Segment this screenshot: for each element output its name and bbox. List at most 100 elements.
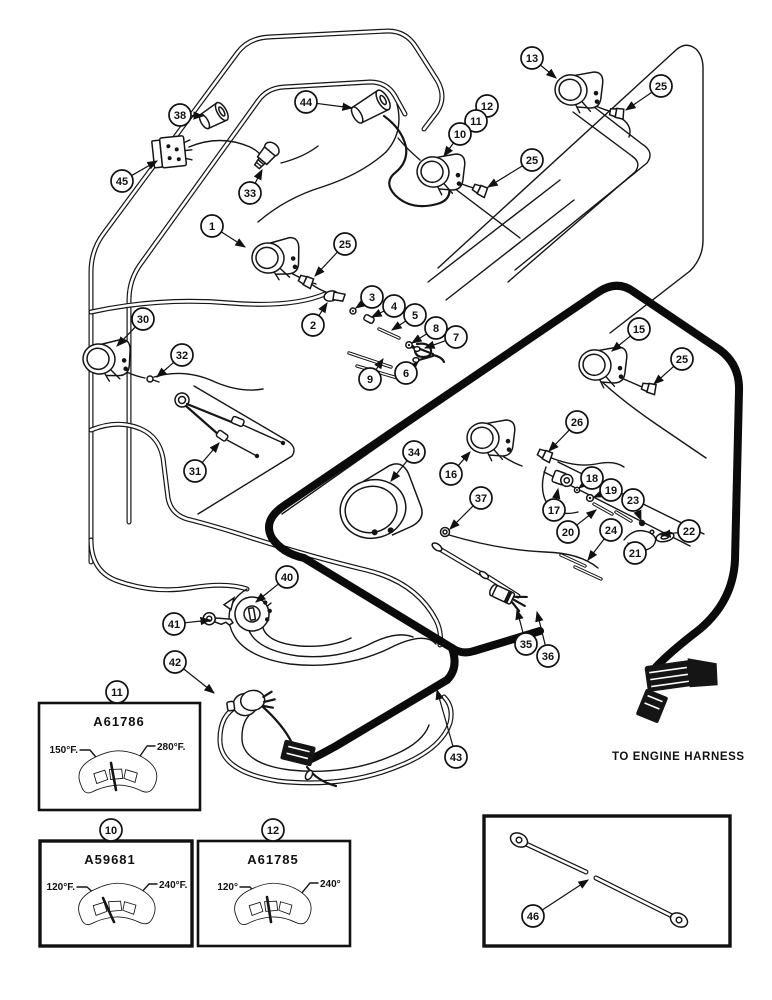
gauge-16 — [461, 410, 520, 466]
callout-4-circle — [382, 294, 406, 318]
callout-25-number: 25 — [339, 239, 351, 251]
callout-25-leader — [653, 365, 675, 385]
part-25-d — [470, 181, 490, 199]
callout-21-number: 21 — [629, 548, 641, 560]
callout-9-number: 9 — [367, 374, 373, 386]
callout-32-leader — [156, 361, 175, 378]
callout-25-circle — [333, 232, 357, 256]
callout-15-number: 15 — [633, 324, 645, 336]
callout-25: 25 — [314, 232, 357, 277]
callout-3: 3 — [355, 285, 384, 309]
callout-7-circle — [444, 325, 468, 349]
callout-42-number: 42 — [169, 657, 181, 669]
callout-10: 10 — [443, 122, 472, 157]
callout-35-leader — [515, 608, 524, 634]
callout-4-leader — [370, 308, 385, 318]
callout-26-leader — [548, 429, 570, 452]
callout-36: 36 — [535, 610, 560, 668]
callout-5-number: 5 — [412, 310, 418, 322]
part-25-b — [296, 272, 316, 290]
callout-18-number: 18 — [586, 473, 598, 485]
callout-31: 31 — [183, 442, 220, 483]
callout-2: 2 — [301, 301, 328, 337]
callout-24-number: 24 — [605, 525, 618, 537]
callout-40-leader — [255, 583, 279, 603]
callout-9-leader — [374, 357, 384, 371]
callout-10-number: 10 — [105, 825, 117, 837]
callout-9: 9 — [358, 357, 384, 391]
callout-3-circle — [360, 285, 384, 309]
callout-12-number: 12 — [481, 101, 493, 113]
callout-11-circle — [464, 109, 488, 133]
callout-37: 37 — [449, 486, 493, 530]
callout-1-leader — [220, 231, 247, 248]
callout-7: 7 — [423, 325, 468, 349]
callout-38-leader — [190, 111, 205, 120]
callout-25-number: 25 — [676, 354, 688, 366]
inset-box-46 — [482, 814, 732, 948]
callout-44-leader — [316, 102, 354, 111]
callout-46: 46 — [521, 879, 590, 928]
part-4 — [363, 313, 375, 325]
temp-label-150f: 150°F. — [50, 745, 79, 756]
callout-37-number: 37 — [475, 493, 487, 505]
callout-45-circle — [110, 169, 134, 193]
callout-18-leader — [578, 478, 590, 489]
callout-18: 18 — [578, 466, 604, 490]
callout-30-leader — [116, 326, 136, 347]
callout-22-circle — [677, 519, 701, 543]
part-number-a59681: A59681 — [84, 852, 136, 867]
callout-12-circle — [261, 818, 285, 842]
cable-collar-2 — [478, 570, 490, 580]
callout-40-number: 40 — [281, 572, 293, 584]
callout-45-leader — [131, 160, 159, 177]
part-number-a61786: A61786 — [93, 714, 145, 729]
callout-25-circle — [670, 347, 694, 371]
callout-5-leader — [390, 320, 407, 331]
part-3 — [349, 307, 357, 315]
part-25-a — [608, 106, 626, 120]
harness-plug-connector — [280, 739, 316, 767]
inset-box-10: A59681 120°F. 240°F. — [38, 839, 194, 948]
engine-harness-connector-small — [636, 689, 668, 723]
cable-collar — [431, 542, 443, 552]
callout-43-leader — [435, 688, 454, 747]
callout-16-number: 16 — [445, 469, 457, 481]
callout-26: 26 — [548, 410, 589, 452]
engine-harness-label: TO ENGINE HARNESS — [612, 751, 745, 763]
wire-collar — [304, 769, 314, 781]
callout-12: 12 — [261, 818, 285, 842]
callout-16-leader — [457, 451, 471, 467]
callout-40-circle — [275, 565, 299, 589]
callout-32-number: 32 — [176, 350, 188, 362]
callout-34-leader — [390, 460, 408, 482]
engine-harness-connector-large — [644, 658, 718, 692]
gauge-13 — [549, 62, 608, 118]
callout-1-number: 1 — [209, 221, 215, 233]
callout-15-leader — [611, 335, 631, 352]
gauge-34-tachometer — [339, 463, 423, 539]
callout-32: 32 — [156, 343, 194, 378]
callout-43-circle — [444, 745, 468, 769]
callout-20: 20 — [556, 509, 597, 544]
part-8 — [405, 341, 413, 349]
callout-34-circle — [402, 440, 426, 464]
callout-24: 24 — [587, 518, 623, 561]
callout-13-circle — [520, 46, 544, 70]
callout-30-circle — [131, 307, 155, 331]
callout-45-number: 45 — [116, 176, 128, 188]
callout-3-leader — [355, 299, 367, 309]
callout-33-leader — [253, 168, 263, 184]
part-18 — [573, 486, 581, 494]
callout-17-number: 17 — [548, 505, 560, 517]
callout-25-number: 25 — [655, 81, 667, 93]
callout-33: 33 — [238, 168, 263, 205]
callout-1: 1 — [200, 214, 247, 248]
temp-label-240: 240° — [320, 879, 341, 890]
callout-44-circle — [294, 90, 318, 114]
callout-36-number: 36 — [542, 651, 554, 663]
callout-17-circle — [542, 498, 566, 522]
part-38 — [198, 101, 229, 130]
part-19 — [585, 493, 595, 503]
